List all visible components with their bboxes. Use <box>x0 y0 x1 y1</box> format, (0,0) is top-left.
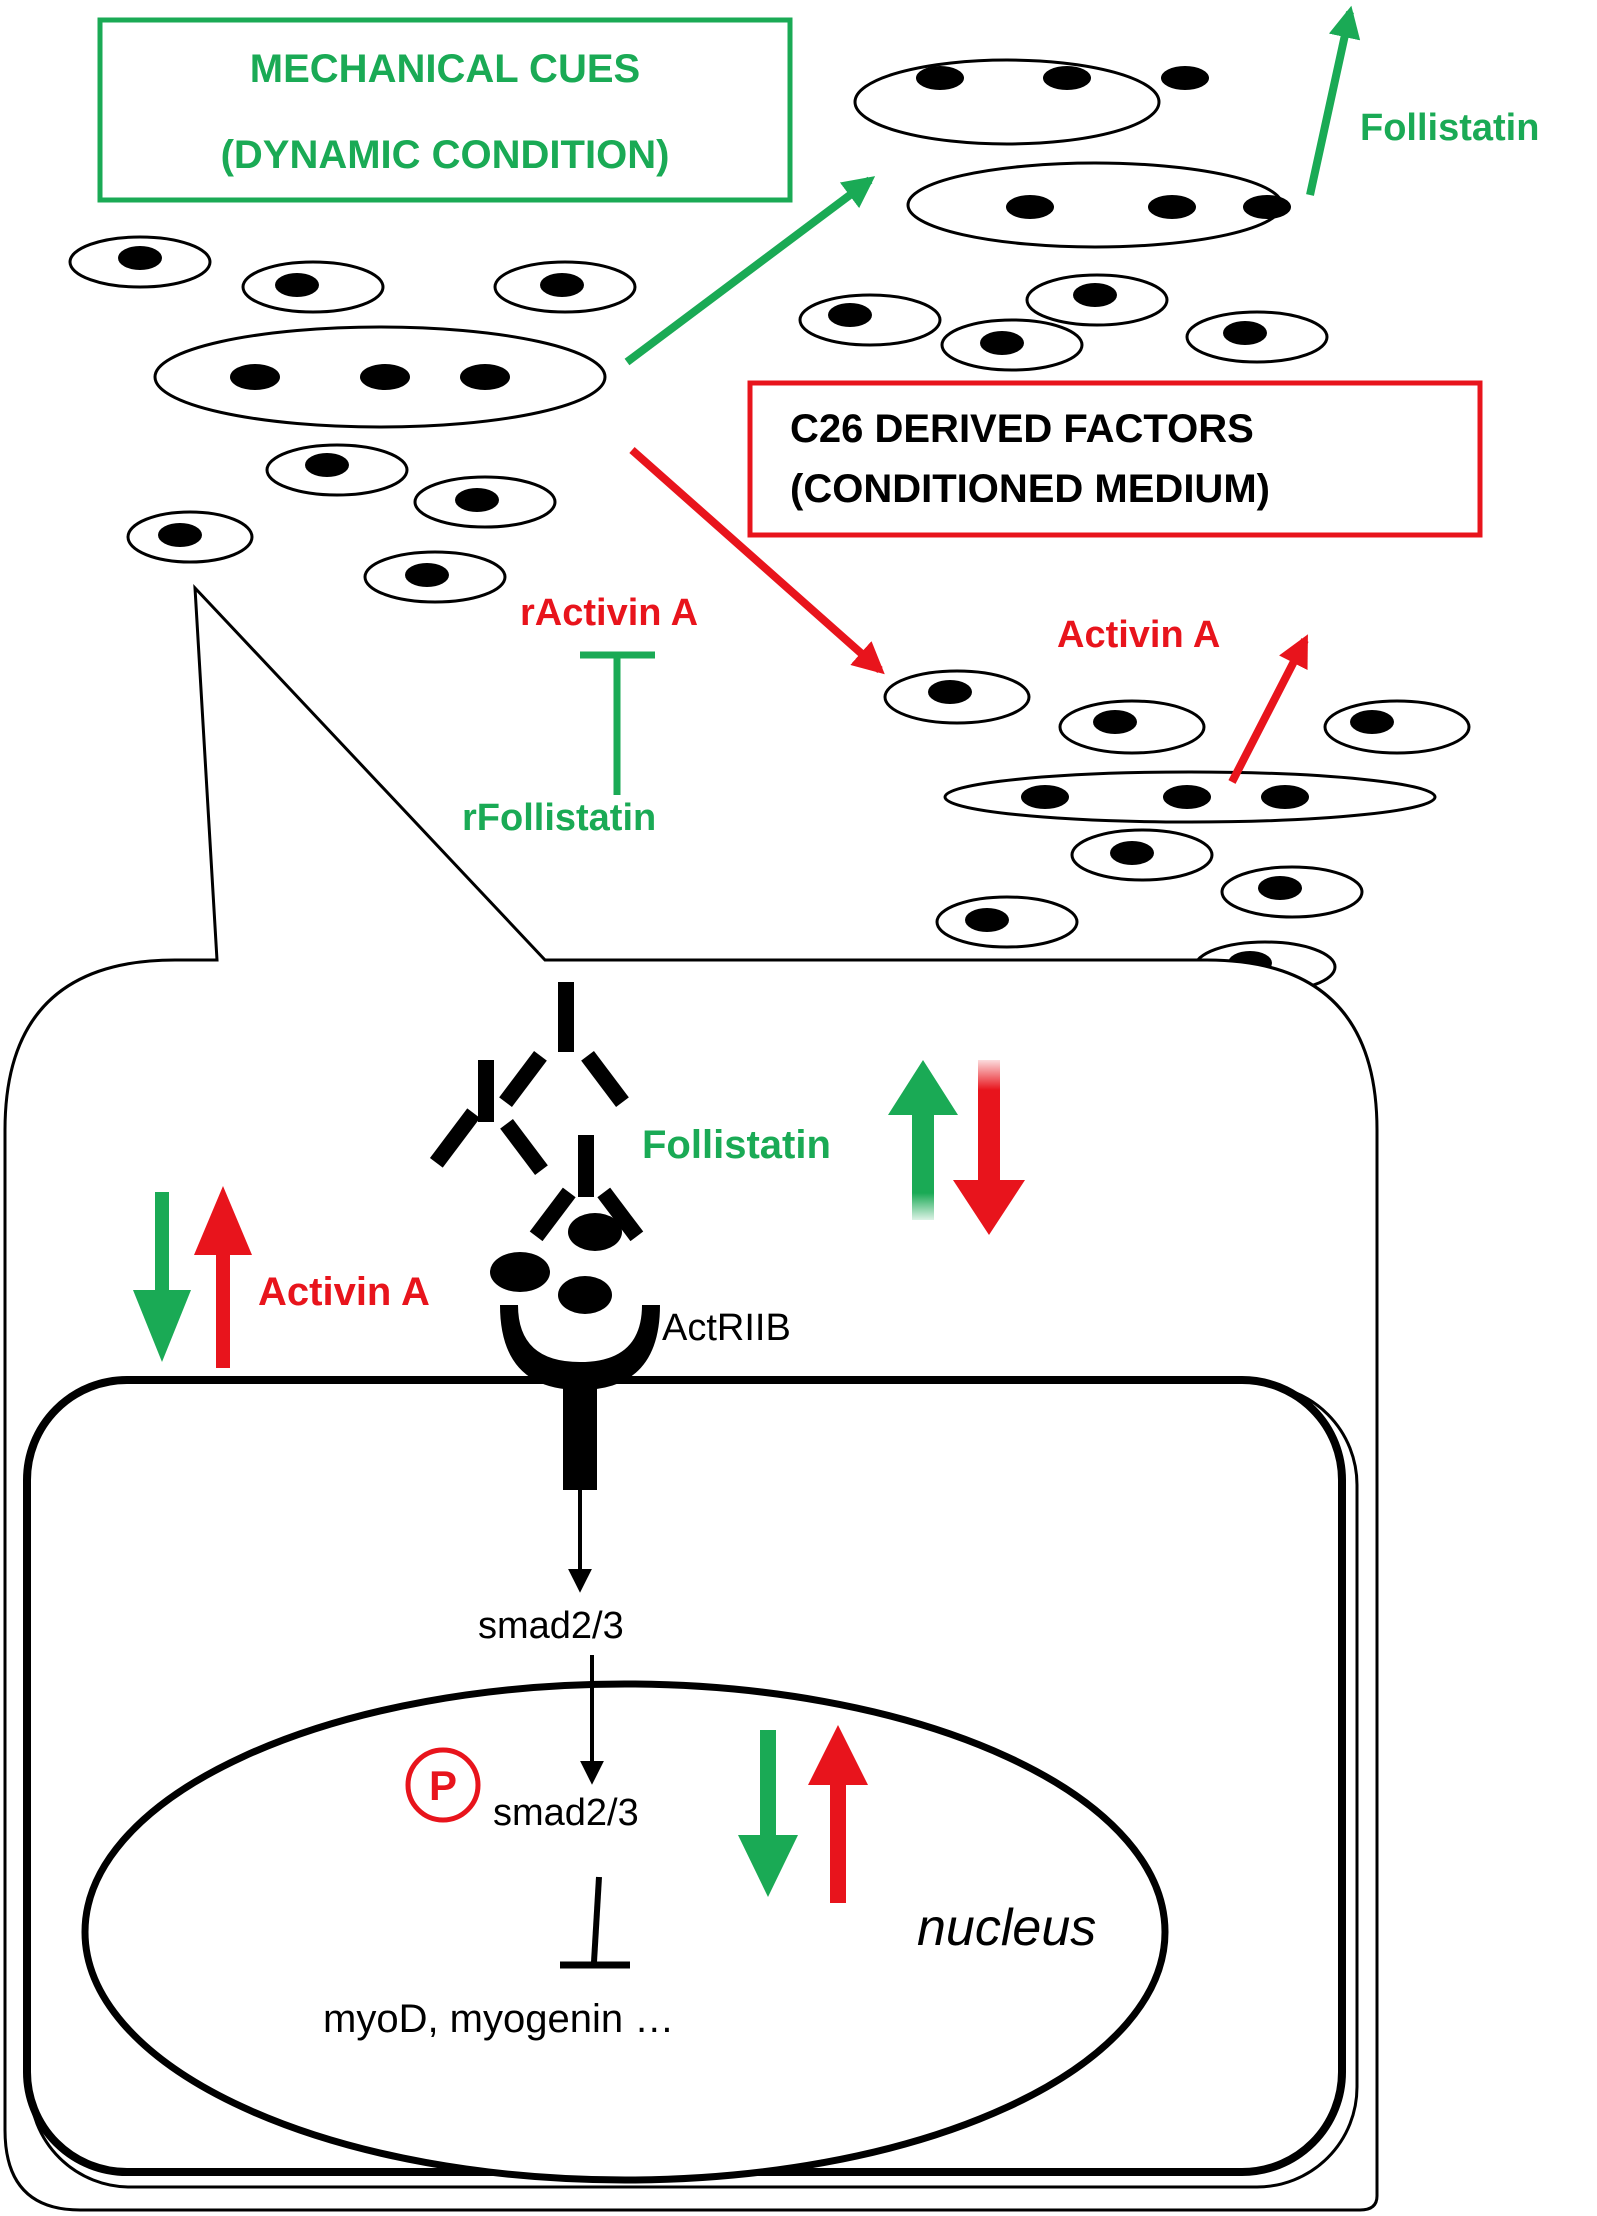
nucleus <box>81 1680 1169 2184</box>
c26-line2: (CONDITIONED MEDIUM) <box>790 467 1270 511</box>
genes-label: myoD, myogenin … <box>323 1997 674 2041</box>
smad-cyto-label: smad2/3 <box>478 1605 624 1647</box>
c26-arrow <box>629 447 885 675</box>
cell-nuclei-top-left <box>118 246 584 587</box>
follistatin-top-label: Follistatin <box>1360 107 1539 149</box>
follistatin-secretion-arrow <box>1306 5 1361 196</box>
actriib-receptor <box>500 1305 660 1390</box>
follistatin-molecules <box>429 982 644 1242</box>
activin-down-arrow-icon <box>133 1192 191 1362</box>
smad-down-arrow-icon <box>738 1730 798 1897</box>
receptor-stem <box>563 1370 597 1490</box>
phospho-circle-icon <box>405 1747 481 1823</box>
activin-molecules <box>490 1213 622 1314</box>
gene-inhibition-stem <box>591 1876 602 1963</box>
c26-line1: C26 DERIVED FACTORS <box>790 407 1254 451</box>
cell-nuclei-right <box>928 680 1394 975</box>
mechanical-cues-line2: (DYNAMIC CONDITION) <box>221 133 670 177</box>
activin-left-label: Activin A <box>258 1270 430 1314</box>
cell-nuclei-top-right <box>828 66 1291 355</box>
activin-up-arrow-icon <box>194 1186 252 1368</box>
follistatin-down-arrow-icon <box>953 1060 1025 1235</box>
nucleus-label: nucleus <box>917 1899 1096 1957</box>
c26-box: C26 DERIVED FACTORS (CONDITIONED MEDIUM) <box>747 380 1483 538</box>
mechanical-cues-box: MECHANICAL CUES (DYNAMIC CONDITION) <box>97 17 793 203</box>
smad-nuc-label: smad2/3 <box>493 1792 639 1834</box>
activin-right-label: Activin A <box>1057 614 1220 656</box>
activin-secretion-arrow <box>1228 634 1309 784</box>
follistatin-up-arrow-icon <box>888 1060 958 1220</box>
smad-up-arrow-icon <box>808 1725 868 1903</box>
receptor-label: ActRIIB <box>662 1307 791 1349</box>
mechanical-cues-line1: MECHANICAL CUES <box>250 47 640 91</box>
phospho-label: P <box>429 1762 457 1809</box>
follistatin-mid-label: Follistatin <box>642 1123 831 1167</box>
ractivin-label: rActivin A <box>520 592 698 634</box>
rfollistatin-label: rFollistatin <box>462 797 656 839</box>
mechanical-arrow <box>624 176 876 366</box>
